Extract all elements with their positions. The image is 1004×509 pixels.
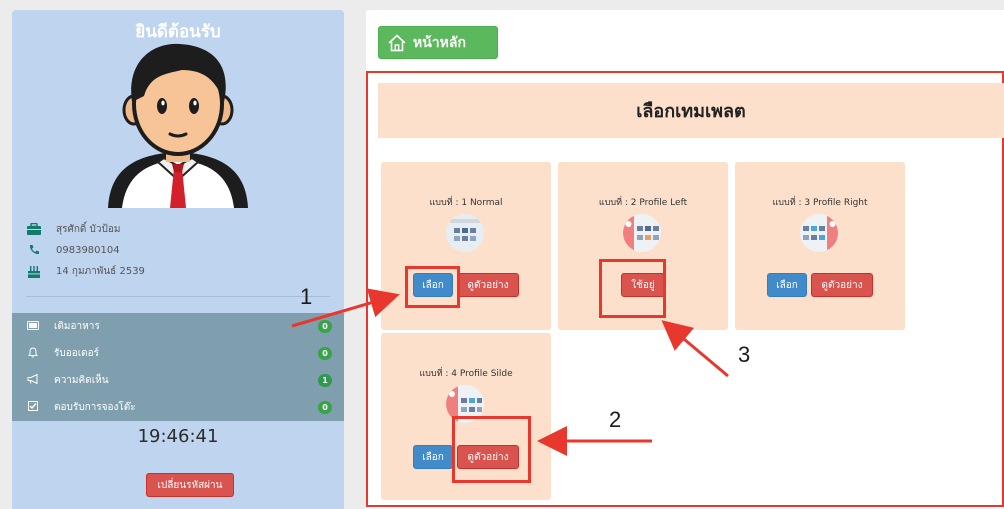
- template-title: แบบที่ : 4 Profile Silde: [419, 369, 513, 379]
- template-card-3: แบบที่ : 3 Profile Right เลือก ดูตัวอย่า…: [735, 162, 905, 330]
- annotation-box-1: [405, 266, 460, 308]
- sidebar-item-label: เติมอาหาร: [54, 321, 100, 332]
- checkbox-icon: [26, 401, 40, 414]
- bell-icon: [26, 346, 40, 361]
- home-icon: [388, 33, 406, 51]
- welcome-title: ยินดีต้อนรับ: [135, 22, 221, 42]
- template-card-1: แบบที่ : 1 Normal เลือก ดูตัวอย่าง: [381, 162, 551, 330]
- status-badge: 1: [318, 374, 332, 387]
- info-birthday-row: 14 กุมภาพันธ์ 2539: [26, 262, 145, 280]
- annotation-number-2: 2: [609, 407, 622, 432]
- sidebar-item-feedback[interactable]: ความคิดเห็น 1: [12, 367, 344, 394]
- sidebar-item-orders[interactable]: รับออเดอร์ 0: [12, 340, 344, 367]
- main-panel: หน้าหลัก เลือกเทมเพลต แบบที่ : 1 Normal …: [366, 10, 1004, 509]
- clock-area: 19:46:41 เปลี่ยนรหัสผ่าน: [12, 421, 344, 509]
- phone-icon: [26, 243, 42, 257]
- home-button[interactable]: หน้าหลัก: [378, 26, 498, 59]
- select-template-button[interactable]: เลือก: [767, 273, 807, 297]
- preview-template-button[interactable]: ดูตัวอย่าง: [457, 445, 519, 469]
- template-title: แบบที่ : 2 Profile Left: [598, 198, 688, 208]
- megaphone-icon: [26, 373, 40, 387]
- preview-template-button[interactable]: ดูตัวอย่าง: [811, 273, 873, 297]
- sidebar-item-label: ความคิดเห็น: [54, 375, 109, 386]
- annotation-number-1: 1: [300, 284, 313, 309]
- user-phone: 0983980104: [56, 244, 120, 256]
- card-icon: [26, 320, 40, 333]
- select-template-button[interactable]: เลือก: [413, 273, 453, 297]
- preview-template-button[interactable]: ดูตัวอย่าง: [457, 273, 519, 297]
- status-badge: 0: [318, 401, 332, 414]
- annotation-box-2: [452, 416, 531, 483]
- sidebar-menu: เติมอาหาร 0 รับออเดอร์ 0 ความคิดเห็น 1: [12, 313, 344, 421]
- clock: 19:46:41: [137, 426, 219, 447]
- template-preview-thumbnail: [800, 214, 838, 252]
- info-phone-row: 0983980104: [26, 241, 120, 259]
- sidebar: ยินดีต้อนรับ: [12, 10, 344, 509]
- template-title: แบบที่ : 3 Profile Right: [772, 198, 868, 208]
- user-name: สุรศักดิ์ บัวป้อม: [56, 223, 121, 235]
- change-password-button[interactable]: เปลี่ยนรหัสผ่าน: [146, 473, 234, 497]
- info-name-row: สุรศักดิ์ บัวป้อม: [26, 220, 120, 238]
- sidebar-item-add-food[interactable]: เติมอาหาร 0: [12, 313, 344, 340]
- card-actions: เลือก ดูตัวอย่าง: [735, 273, 905, 297]
- sidebar-item-label: ตอบรับการจองโต๊ะ: [54, 402, 136, 413]
- template-preview-thumbnail: [623, 214, 661, 252]
- template-title: แบบที่ : 1 Normal: [429, 198, 503, 208]
- status-badge: 0: [318, 320, 332, 333]
- birthday-cake-icon: [26, 264, 42, 278]
- home-label: หน้าหลัก: [413, 34, 466, 51]
- annotation-box-3: [599, 259, 666, 318]
- sidebar-divider: [26, 296, 330, 297]
- select-template-button[interactable]: เลือก: [413, 445, 453, 469]
- user-birthday: 14 กุมภาพันธ์ 2539: [56, 265, 145, 277]
- sidebar-item-label: รับออเดอร์: [54, 348, 100, 359]
- template-heading: เลือกเทมเพลต: [378, 83, 1004, 138]
- briefcase-icon: [26, 222, 42, 236]
- sidebar-item-table-booking[interactable]: ตอบรับการจองโต๊ะ 0: [12, 394, 344, 421]
- user-avatar: [108, 43, 248, 208]
- template-card-2: แบบที่ : 2 Profile Left ใช้อยู่: [558, 162, 728, 330]
- annotation-number-3: 3: [738, 342, 751, 367]
- status-badge: 0: [318, 347, 332, 360]
- card-actions: เลือก ดูตัวอย่าง: [381, 445, 551, 469]
- card-actions: เลือก ดูตัวอย่าง: [381, 273, 551, 297]
- template-preview-thumbnail: [446, 214, 484, 252]
